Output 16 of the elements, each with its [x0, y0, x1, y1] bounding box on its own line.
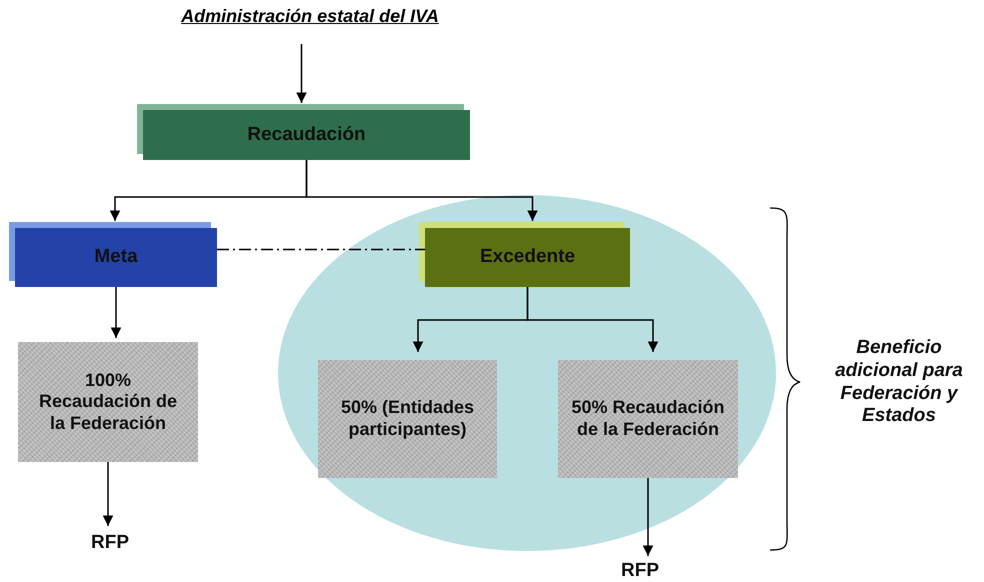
- output-label: RFP: [610, 560, 670, 582]
- textured-box: 50% Recaudación de la Federación: [558, 360, 738, 478]
- process-box: Excedente: [425, 228, 630, 287]
- arrow: [110, 287, 122, 338]
- process-box: Recaudación: [143, 110, 470, 160]
- arrow: [642, 478, 654, 556]
- dash-dot-line: [217, 248, 425, 250]
- output-label: RFP: [80, 530, 140, 556]
- arrow: [102, 462, 114, 526]
- textured-box: 100% Recaudación de la Federación: [18, 342, 198, 462]
- textured-box: 50% (Entidades participantes): [318, 360, 497, 478]
- diagram-title: Administración estatal del IVA: [180, 6, 440, 27]
- side-note: Beneficio adicional para Federación y Estados: [815, 325, 983, 440]
- arrow: [526, 287, 658, 352]
- arrow: [306, 160, 538, 221]
- process-box: Meta: [15, 228, 217, 287]
